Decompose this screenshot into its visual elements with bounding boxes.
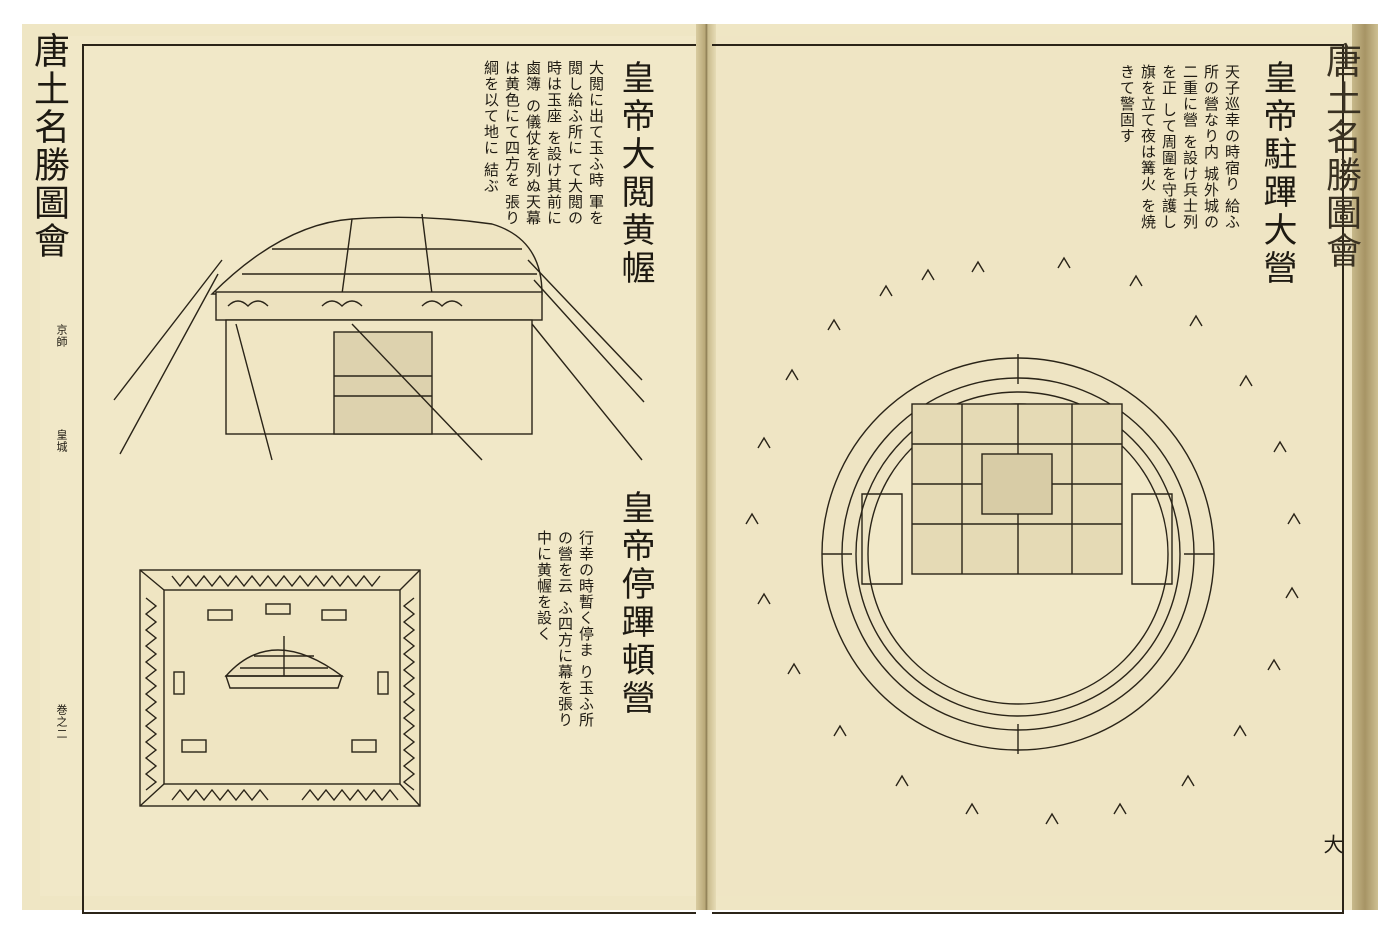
text-line: 大閲に出て玉ふ時 bbox=[587, 60, 605, 188]
text-line: を焼きて警固す bbox=[1118, 64, 1157, 230]
text-line: 中に黄幄を設く bbox=[535, 530, 553, 642]
book-spread: 唐土名勝圖會 京師 皇城 巻之二 皇帝大閲黄幄 皇帝停蹕頓營 大閲に出て玉ふ時 … bbox=[22, 24, 1378, 914]
text-line: 城外城の二重に營 bbox=[1181, 64, 1220, 230]
text-line: て大閲の時は玉座 bbox=[545, 60, 584, 226]
page-number: 大 bbox=[1320, 834, 1344, 855]
text-line: 軍を閲し給ふ所に bbox=[566, 60, 605, 226]
text-line: り玉ふ所の營を云 bbox=[556, 530, 595, 728]
text-line: は黄色にて四方を bbox=[503, 60, 521, 188]
left-page-frame bbox=[82, 44, 696, 914]
text-line: を設け兵士列を正 bbox=[1160, 64, 1199, 230]
text-line: を設け其前に鹵簿 bbox=[524, 60, 563, 226]
text-line: 行幸の時暫く停ま bbox=[577, 530, 595, 658]
yellow-tent-drawing bbox=[113, 213, 645, 461]
book-gutter bbox=[696, 24, 716, 910]
text-block-tent: 大閲に出て玉ふ時 軍を閲し給ふ所に て大閲の時は玉座 を設け其前に鹵簿 の儀仗を… bbox=[436, 60, 606, 230]
text-line: 張り綱を以て地に bbox=[482, 60, 521, 226]
text-line: ふ四方に幕を張り bbox=[556, 599, 574, 728]
title-grand-camp: 皇帝駐蹕大營 bbox=[1257, 60, 1297, 288]
section-label-1: 京師 bbox=[55, 324, 68, 348]
volume-label: 巻之二 bbox=[55, 704, 68, 740]
text-block-camp: 行幸の時暫く停ま り玉ふ所の營を云 ふ四方に幕を張り 中に黄幄を設く bbox=[506, 530, 596, 730]
grand-camp-drawing bbox=[745, 256, 1301, 825]
temporary-camp-drawing bbox=[139, 569, 421, 807]
illustrations bbox=[113, 213, 1301, 825]
section-label-2: 皇城 bbox=[55, 429, 68, 453]
right-page-frame bbox=[712, 44, 1344, 914]
title-yellow-tent: 皇帝大閲黄幄 bbox=[615, 60, 655, 288]
text-line: して周圍を守護し bbox=[1160, 101, 1178, 230]
text-line: 給ふ所の營なり内 bbox=[1202, 64, 1241, 230]
book-title-left: 唐土名勝圖會 bbox=[28, 32, 69, 260]
book-title-right: 唐土名勝圖會 bbox=[1320, 42, 1361, 270]
text-block-grand-camp: 天子巡幸の時宿り 給ふ所の營なり内 城外城の二重に營 を設け兵士列を正 して周圍… bbox=[912, 64, 1242, 234]
title-temporary-camp: 皇帝停蹕頓營 bbox=[615, 490, 655, 718]
text-line: の儀仗を列ぬ天幕 bbox=[524, 97, 542, 226]
page-edge bbox=[1352, 24, 1378, 910]
text-line: 旗を立て夜は篝火 bbox=[1139, 64, 1157, 192]
text-line: 天子巡幸の時宿り bbox=[1223, 64, 1241, 192]
text-line: 結ぶ bbox=[482, 161, 500, 194]
